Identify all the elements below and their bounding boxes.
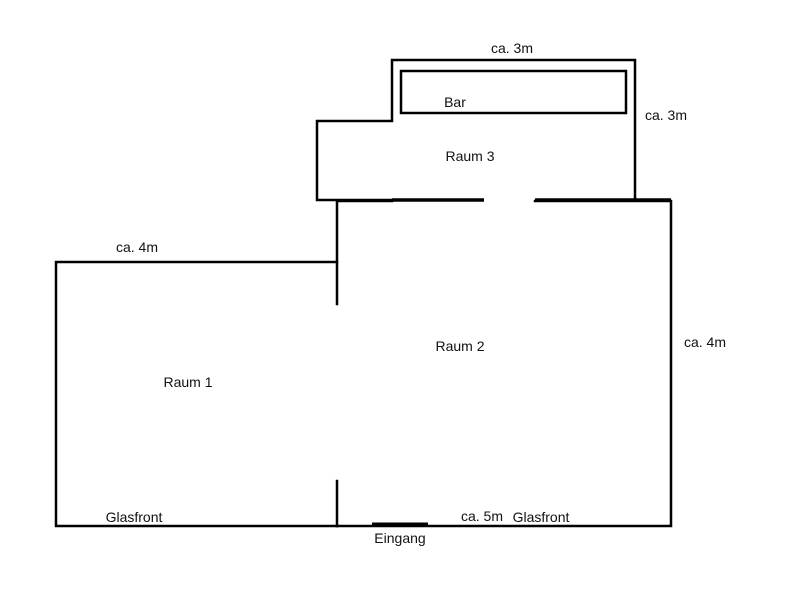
eingang-label: Eingang <box>374 530 425 546</box>
raum1-width-label: ca. 4m <box>116 239 158 255</box>
raum2-walls <box>335 199 673 528</box>
bar-label: Bar <box>444 94 466 110</box>
glasfront-left-label: Glasfront <box>106 509 163 525</box>
glasfront-right-label: Glasfront <box>513 509 570 525</box>
raum1-walls <box>54 260 339 528</box>
bar-counter <box>399 69 628 115</box>
raum2-label: Raum 2 <box>435 338 484 354</box>
raum2-depth-label: ca. 4m <box>684 334 726 350</box>
bar-width-label: ca. 3m <box>491 40 533 56</box>
raum3-walls <box>315 58 637 202</box>
raum3-label: Raum 3 <box>445 148 494 164</box>
bar-depth-label: ca. 3m <box>645 107 687 123</box>
raum1-label: Raum 1 <box>163 374 212 390</box>
raum2-width-label: ca. 5m <box>461 508 503 524</box>
